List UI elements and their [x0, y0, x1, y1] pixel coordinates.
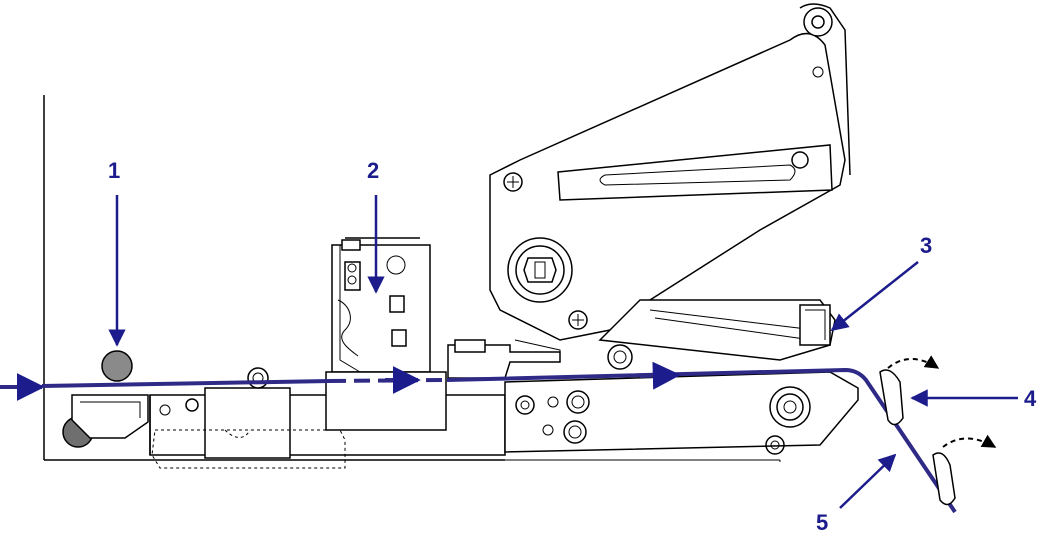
media-path-segment-2 — [446, 367, 957, 514]
media-guide-rollers — [62, 350, 149, 448]
callout-labels: 1 2 3 4 5 — [108, 158, 1037, 535]
media-path-segment-1 — [41, 379, 331, 388]
callout-leader-5 — [839, 453, 897, 509]
peeled-label-upper — [879, 369, 904, 426]
peeled-label-lower — [932, 452, 956, 506]
callout-label-5: 5 — [816, 510, 828, 535]
media-path-peel-arrow — [639, 361, 681, 390]
peeled-labels — [879, 355, 997, 506]
printhead-assembly — [489, 3, 851, 361]
callout-label-4: 4 — [1024, 386, 1037, 411]
callout-leaders — [108, 195, 1018, 509]
media-sensor-bracket — [325, 237, 447, 431]
idler-roller — [247, 367, 269, 389]
callout-leader-3 — [830, 261, 919, 332]
label-peel-direction-lower — [942, 434, 997, 448]
media-path — [0, 361, 957, 514]
callout-label-1: 1 — [108, 158, 120, 183]
callout-label-2: 2 — [367, 158, 379, 183]
label-peel-direction-upper — [887, 355, 940, 369]
upper-guide-roller — [101, 350, 133, 382]
callout-label-3: 3 — [920, 233, 932, 258]
peel-plate-assembly — [447, 339, 859, 455]
